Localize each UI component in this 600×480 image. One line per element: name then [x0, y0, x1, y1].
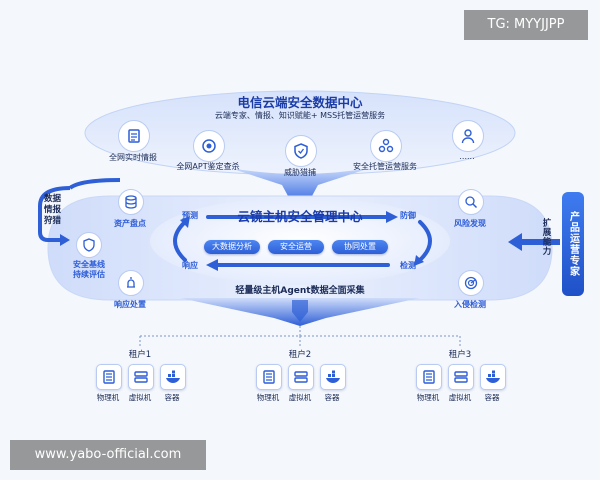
tenant-item-label: 物理机 [256, 393, 280, 402]
intrusion-label: 入侵检测 [454, 300, 486, 309]
cloud-title: 电信云端安全数据中心 [237, 95, 363, 110]
cloud-item-label: 安全托管运营服务 [353, 162, 417, 171]
target-icon [193, 130, 225, 162]
tenant-name: 租户1 [120, 348, 160, 360]
physical-server-icon [256, 364, 282, 390]
tenant-item-label: 虚拟机 [448, 393, 472, 402]
product-expert-box: 产品运营专家 [562, 192, 584, 296]
tenant-name: 租户2 [280, 348, 320, 360]
tenant-item-label: 物理机 [96, 393, 120, 402]
baseline-label: 安全基线 持续评估 [73, 260, 105, 279]
baseline-shield-icon [76, 232, 102, 258]
tenant-name: 租户3 [440, 348, 480, 360]
tenant-item-label: 容器 [484, 393, 500, 402]
cycle-predict: 预测 [182, 211, 198, 220]
asset-icon [118, 189, 144, 215]
radar-icon [458, 270, 484, 296]
risk-label: 风险发现 [454, 219, 486, 228]
watermark-tg: TG: MYYJJPP [464, 10, 588, 40]
tag-big-data: 大数据分析 [204, 240, 260, 254]
physical-server-icon [96, 364, 122, 390]
agent-label: 轻量级主机Agent数据全面采集 [235, 286, 365, 296]
tenant-item-label: 虚拟机 [128, 393, 152, 402]
cloud-subtitle: 云端专家、情报、知识赋能+ MSS托管运营服务 [214, 111, 386, 120]
cloud-item-label: 威胁猎捕 [284, 168, 316, 177]
tag-collab: 协同处置 [332, 240, 388, 254]
tenant-item-label: 容器 [164, 393, 180, 402]
cycle-detect: 检测 [400, 261, 416, 270]
risk-icon [458, 189, 484, 215]
container-icon [480, 364, 506, 390]
virtual-machine-icon [128, 364, 154, 390]
tag-sec-ops: 安全运营 [268, 240, 324, 254]
cycle-respond: 响应 [182, 261, 198, 270]
asset-label: 资产盘点 [114, 219, 146, 228]
virtual-machine-icon [288, 364, 314, 390]
cycle-arrows [173, 215, 432, 267]
container-icon [320, 364, 346, 390]
watermark-url: www.yabo-official.com [10, 440, 206, 470]
tenant-item-label: 容器 [324, 393, 340, 402]
cycle-defend: 防御 [400, 211, 416, 220]
expand-capability-label: 扩展能力 [541, 218, 551, 256]
response-icon [118, 270, 144, 296]
cloud-item-label: 全网实时情报 [109, 153, 157, 162]
tenant-item-label: 物理机 [416, 393, 440, 402]
cloud-item-label: 全网APT鉴定查杀 [176, 162, 240, 171]
container-icon [160, 364, 186, 390]
virtual-machine-icon [448, 364, 474, 390]
center-title: 云镜主机安全管理中心 [237, 209, 363, 224]
cloud-item-label: ...... [459, 152, 475, 161]
people-icon [452, 120, 484, 152]
response-label: 响应处置 [114, 300, 146, 309]
data-intel-hunt-label: 数据 情报 狩猎 [44, 194, 62, 226]
shield-icon [285, 135, 317, 167]
funnel-arrow [230, 168, 370, 202]
tenant-item-label: 虚拟机 [288, 393, 312, 402]
left-feedback-arrow [38, 186, 71, 242]
hub-icon [370, 130, 402, 162]
physical-server-icon [416, 364, 442, 390]
database-doc-icon [118, 120, 150, 152]
